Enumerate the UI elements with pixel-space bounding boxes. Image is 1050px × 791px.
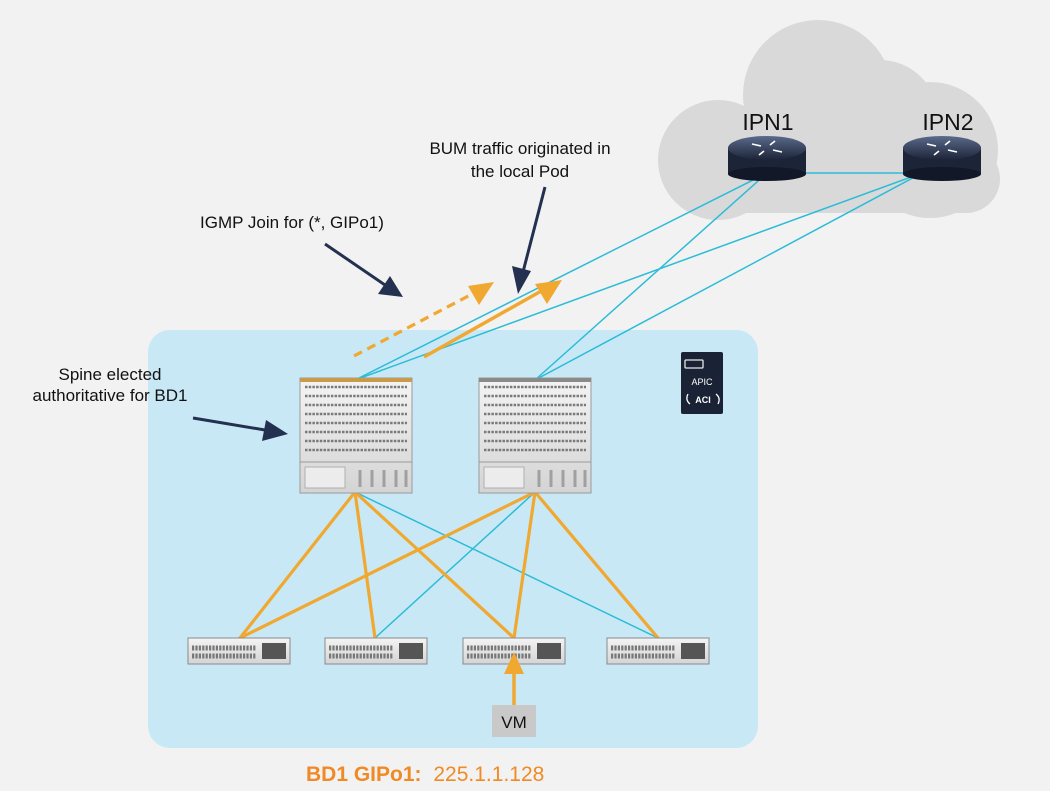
router-ipn1 <box>728 136 806 181</box>
bum-annotation-arrow <box>512 186 547 294</box>
bum-note-line1: BUM traffic originated in <box>429 139 610 158</box>
vm-label: VM <box>501 713 527 732</box>
spine-switch-1 <box>299 377 413 494</box>
router-ipn2 <box>903 136 981 181</box>
spine-note-line1: Spine elected <box>58 365 161 384</box>
spine-switch-2 <box>478 377 592 494</box>
bum-traffic-arrow <box>423 280 562 359</box>
apic-controller-icon: APIC ACI <box>681 352 723 414</box>
router-ipn1-label: IPN1 <box>742 109 793 135</box>
vm-node: VM <box>492 705 536 737</box>
ipn-cloud <box>658 20 1000 220</box>
igmp-annotation-arrow <box>324 242 403 297</box>
aci-label: ACI <box>695 395 711 405</box>
apic-label: APIC <box>691 377 713 387</box>
router-ipn2-label: IPN2 <box>922 109 973 135</box>
leaf-switch-2 <box>324 637 428 665</box>
spine-note-line2: authoritative for BD1 <box>33 386 188 405</box>
gipo-caption: BD1 GIPo1: 225.1.1.128 <box>306 763 544 786</box>
gipo-caption-label: BD1 GIPo1: <box>306 763 422 786</box>
fabric-links <box>239 172 923 639</box>
igmp-note: IGMP Join for (*, GIPo1) <box>200 213 384 232</box>
gipo-caption-value: 225.1.1.128 <box>433 763 544 786</box>
igmp-join-arrow <box>353 282 494 358</box>
vm-traffic-arrow <box>504 652 524 705</box>
leaf-switch-1 <box>187 637 291 665</box>
leaf-switch-4 <box>606 637 710 665</box>
spine-annotation-arrow <box>192 416 288 441</box>
bum-note-line2: the local Pod <box>471 162 569 181</box>
multicast-tree-links <box>238 490 660 640</box>
